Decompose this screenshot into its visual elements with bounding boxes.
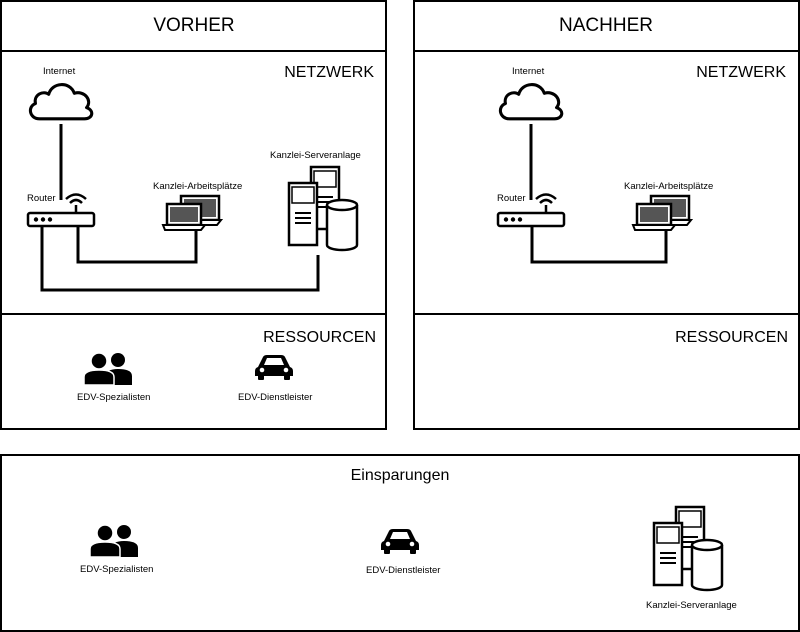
before-title-divider <box>0 50 387 52</box>
laptops-icon <box>161 194 223 234</box>
before-router-server-link <box>40 227 320 292</box>
savings-specialists-label: EDV-Spezialisten <box>80 564 154 575</box>
after-router-label: Router <box>497 193 526 204</box>
after-network-label: NETZWERK <box>696 64 786 81</box>
people-icon <box>82 352 134 386</box>
before-provider-label: EDV-Dienstleister <box>238 392 313 403</box>
router-icon <box>496 191 566 229</box>
car-icon <box>380 526 420 556</box>
after-resources-divider <box>413 313 800 315</box>
people-icon <box>88 524 140 558</box>
router-icon <box>26 191 96 229</box>
after-resources-label: RESSOURCEN <box>675 329 788 346</box>
laptops-icon <box>631 194 693 234</box>
cloud-icon <box>25 80 97 126</box>
before-router-workstations-link <box>76 227 198 264</box>
before-resources-divider <box>0 313 387 315</box>
after-panel <box>413 0 800 430</box>
before-title: VORHER <box>153 15 235 36</box>
before-network-label: NETZWERK <box>284 64 374 81</box>
server-icon <box>652 505 724 595</box>
savings-servers-label: Kanzlei-Serveranlage <box>646 600 737 611</box>
before-servers-label: Kanzlei-Serveranlage <box>270 150 361 161</box>
before-specialists-label: EDV-Spezialisten <box>77 392 151 403</box>
server-icon <box>287 165 359 255</box>
after-internet-label: Internet <box>512 66 545 77</box>
before-workstations-label: Kanzlei-Arbeitsplätze <box>153 181 243 192</box>
car-icon <box>254 352 294 382</box>
before-router-label: Router <box>27 193 56 204</box>
savings-provider-label: EDV-Dienstleister <box>366 565 441 576</box>
before-resources-label: RESSOURCEN <box>263 329 376 346</box>
savings-title: Einsparungen <box>350 467 450 484</box>
cloud-icon <box>495 80 567 126</box>
after-title: NACHHER <box>559 15 653 36</box>
after-workstations-label: Kanzlei-Arbeitsplätze <box>624 181 714 192</box>
after-title-divider <box>413 50 800 52</box>
before-internet-label: Internet <box>43 66 76 77</box>
after-router-workstations-link <box>530 227 668 264</box>
